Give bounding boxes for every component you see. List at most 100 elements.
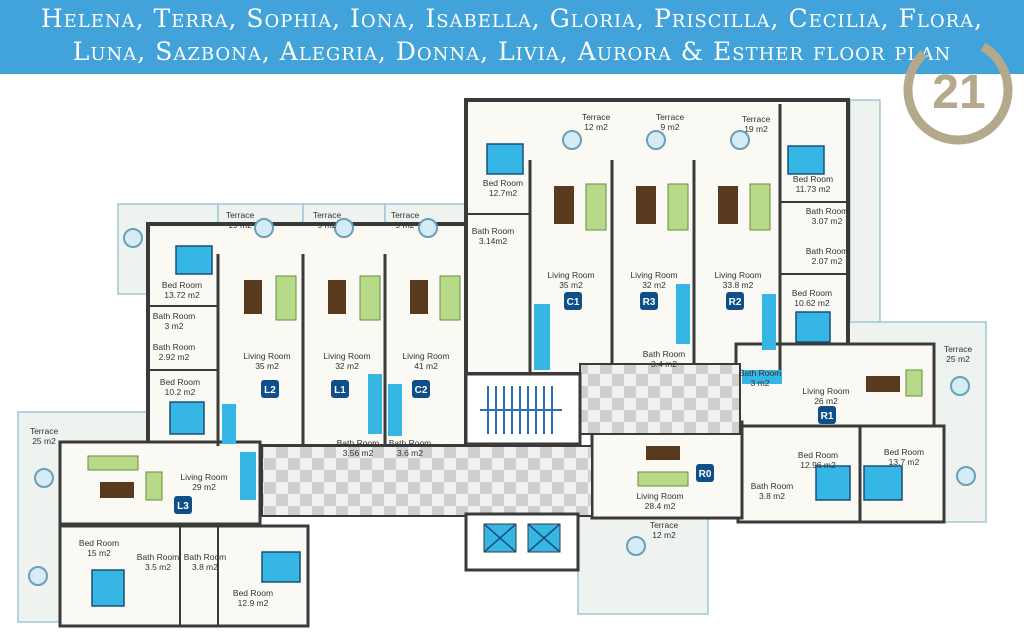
room-area: 32 m2 <box>335 361 359 371</box>
bed-icon <box>863 465 903 501</box>
title-banner: Helena, Terra, Sophia, Iona, Isabella, G… <box>0 0 1024 74</box>
room-area: 13.72 m2 <box>164 290 200 300</box>
plan-title-line-2: Luna, Sazbona, Alegria, Donna, Livia, Au… <box>72 37 952 66</box>
terrace-table-icon <box>626 536 646 556</box>
sofa <box>749 183 771 231</box>
room-area: 10.2 m2 <box>165 387 196 397</box>
sofa <box>145 471 163 501</box>
terrace-table-icon <box>418 218 438 238</box>
room-area: 3.4 m2 <box>651 359 677 369</box>
room-name: Terrace <box>582 112 611 122</box>
room-name: Bath Room <box>153 311 196 321</box>
dining-table <box>410 280 428 314</box>
terrace-table-icon <box>123 228 143 248</box>
room-name: Living Room <box>802 386 849 396</box>
checkered-corridor <box>579 363 741 435</box>
room-name: Bed Room <box>160 377 200 387</box>
room-area: 12 m2 <box>652 530 676 540</box>
room-name: Bath Room <box>806 206 849 216</box>
room-name: Living Room <box>630 270 677 280</box>
room-name: Terrace <box>742 114 771 124</box>
sofa <box>439 275 461 321</box>
room-name: Bed Room <box>79 538 119 548</box>
room-area: 33.8 m2 <box>723 280 754 290</box>
unit-code: L3 <box>177 501 189 512</box>
room-name: Bed Room <box>162 280 202 290</box>
room-area: 32 m2 <box>642 280 666 290</box>
room-area: 11.73 m2 <box>796 184 831 194</box>
dining-table <box>244 280 262 314</box>
room-area: 25 m2 <box>946 354 970 364</box>
unit-code: R2 <box>729 297 742 308</box>
century-21-logo-icon: 21 <box>903 35 1013 145</box>
room-area: 41 m2 <box>414 361 438 371</box>
room-name: Bath Room <box>153 342 196 352</box>
terrace-table-icon <box>334 218 354 238</box>
checkered-corridor <box>261 445 593 517</box>
room-area: 3.14m2 <box>479 236 508 246</box>
room-area: 19 m2 <box>744 124 768 134</box>
room-area: 3.6 m2 <box>397 448 423 458</box>
room-name: Bath Room <box>643 349 686 359</box>
dining-table <box>866 376 900 392</box>
terrace-table-icon <box>646 130 666 150</box>
room-area: 28.4 m2 <box>645 501 676 511</box>
room-area: 35 m2 <box>559 280 583 290</box>
room-name: Living Room <box>547 270 594 280</box>
elevators <box>464 512 580 572</box>
room-name: Bath Room <box>472 226 515 236</box>
plan-title-line-1: Helena, Terra, Sophia, Iona, Isabella, G… <box>40 4 984 33</box>
sofa <box>275 275 297 321</box>
dining-table <box>328 280 346 314</box>
room-area: 3.56 m2 <box>343 448 374 458</box>
sofa <box>87 455 139 471</box>
kitchen-counter <box>388 384 402 436</box>
kitchen-counter <box>240 452 256 500</box>
dining-table <box>646 446 680 460</box>
terrace-table-icon <box>34 468 54 488</box>
unit-badge <box>818 406 836 424</box>
sofa <box>359 275 381 321</box>
room-name: Living Room <box>323 351 370 361</box>
beds <box>91 143 903 607</box>
room-name: Living Room <box>243 351 290 361</box>
room-name: Bath Room <box>751 481 794 491</box>
unit-code: L1 <box>334 385 346 396</box>
room-name: Bed Room <box>233 588 273 598</box>
room-name: Living Room <box>636 491 683 501</box>
room-area: 2.92 m2 <box>159 352 190 362</box>
room-name: Bath Room <box>337 438 380 448</box>
room-name: Bed Room <box>483 178 523 188</box>
room-name: Terrace <box>656 112 685 122</box>
room-area: 12.9 m2 <box>238 598 269 608</box>
bed-icon <box>795 311 831 343</box>
room-area: 3.8 m2 <box>759 491 785 501</box>
unit-badge <box>564 292 582 310</box>
room-area: 9 m2 <box>318 220 337 230</box>
logo-text: 21 <box>932 66 985 119</box>
corridor <box>261 363 741 572</box>
bed-icon <box>261 551 301 583</box>
terrace-table-icon <box>950 376 970 396</box>
terrace-table-icon <box>562 130 582 150</box>
room-name: Bath Room <box>806 246 849 256</box>
room-area: 25 m2 <box>32 436 56 446</box>
dining-table <box>718 186 738 224</box>
sofa <box>667 183 689 231</box>
bed-icon <box>815 465 851 501</box>
room-area: 35 m2 <box>255 361 279 371</box>
bed-icon <box>787 145 825 175</box>
unit-badge <box>174 496 192 514</box>
unit-badge <box>412 380 430 398</box>
room-area: 12.96 m2 <box>800 460 836 470</box>
room-area: 3 m2 <box>751 378 770 388</box>
room-name: Bath Room <box>739 368 782 378</box>
room-area: 3.07 m2 <box>812 216 843 226</box>
unit-badge <box>640 292 658 310</box>
room-area: 26 m2 <box>814 396 838 406</box>
room-area: 29 m2 <box>192 482 216 492</box>
terrace-tables <box>28 130 976 586</box>
bed-icon <box>91 569 125 607</box>
room-name: Terrace <box>944 344 973 354</box>
room-area: 9 m2 <box>396 220 415 230</box>
